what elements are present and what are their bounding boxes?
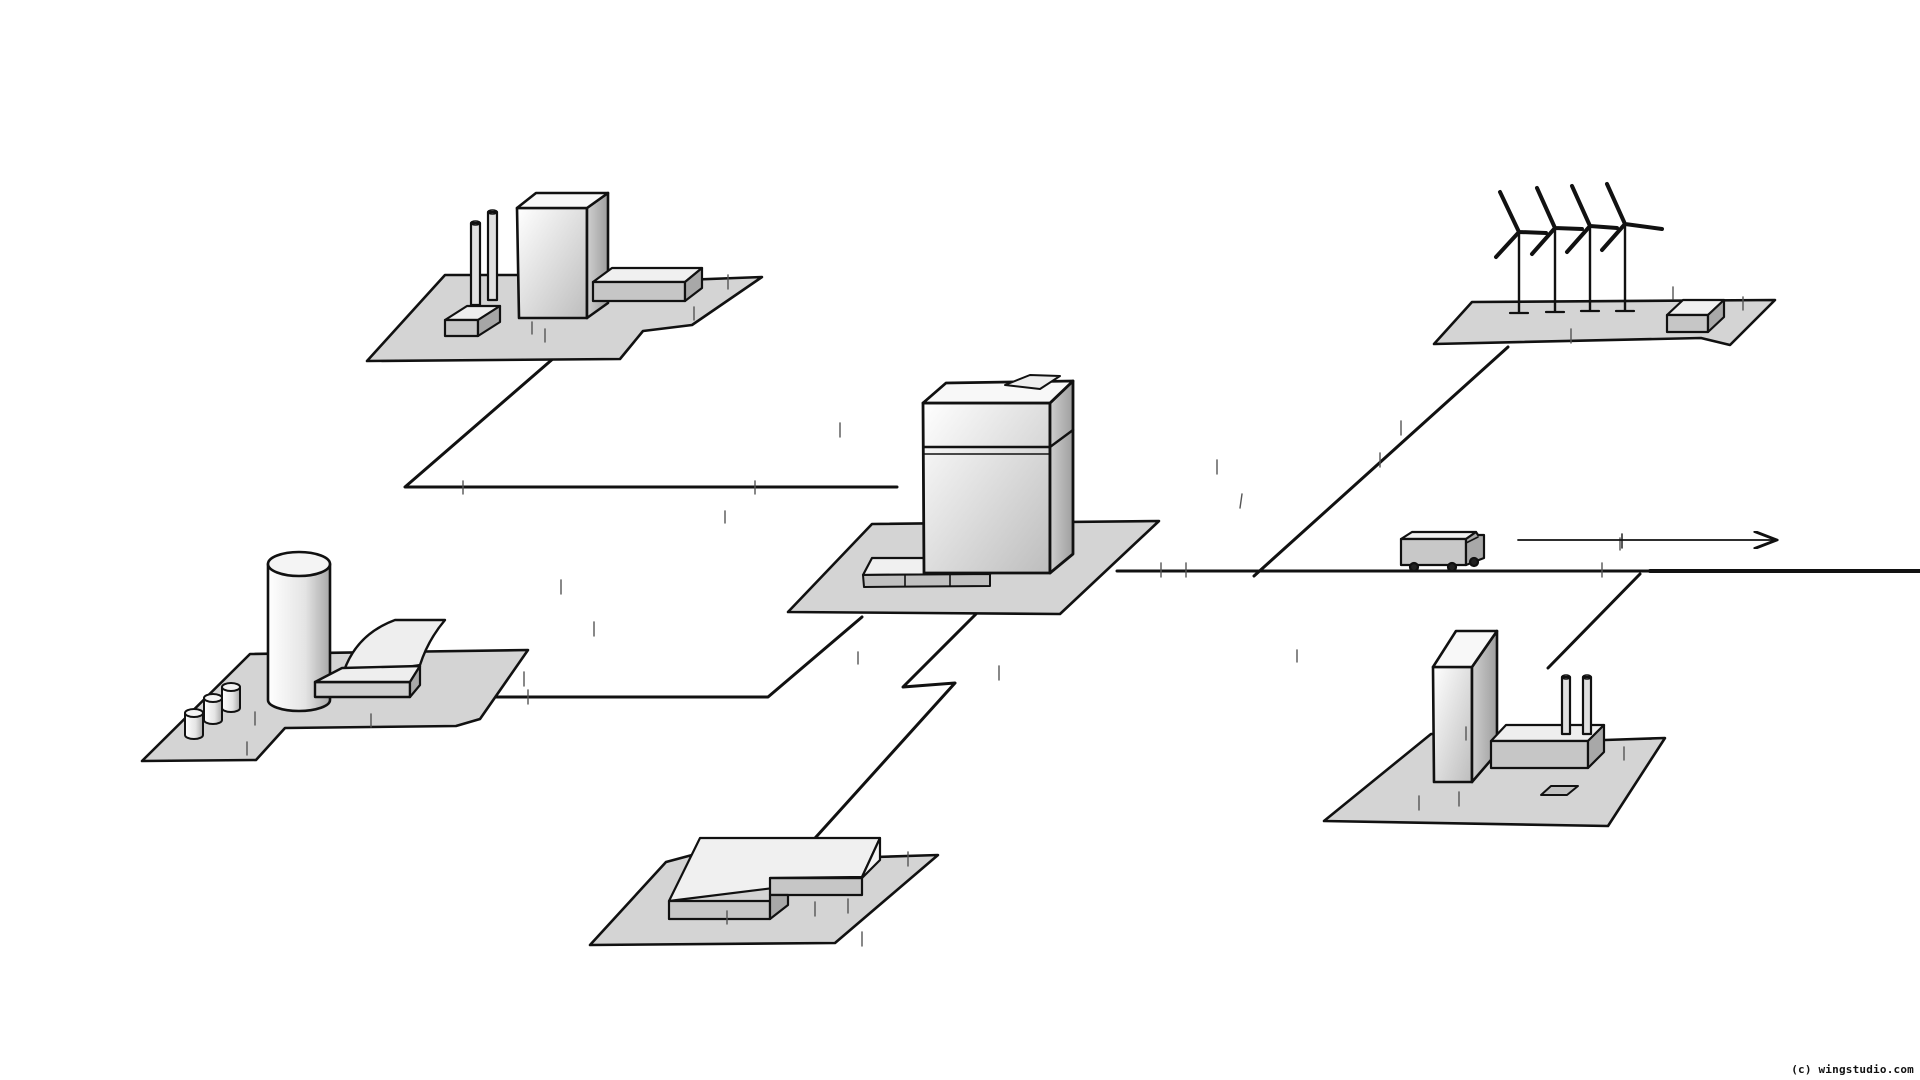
connection-warehouse	[805, 612, 978, 849]
connection-wind-farm	[1252, 345, 1510, 578]
connection-factory-bottom-right	[1546, 572, 1642, 670]
sketch-ticks	[462, 420, 1621, 705]
tank-plant-plot	[140, 648, 530, 763]
site-factory-top-left	[365, 191, 764, 363]
site-hub	[786, 374, 1161, 616]
site-factory-bottom-right	[1322, 629, 1667, 828]
factory-with-chimneys-icon	[515, 206, 589, 320]
site-tank-plant	[140, 550, 530, 763]
copyright-label: (c) wingstudio.com	[1791, 1063, 1914, 1076]
central-office-building-icon	[921, 401, 1052, 575]
wind-turbines-icon	[1494, 182, 1664, 315]
connection-tank-plant	[486, 615, 864, 699]
site-wind-farm	[1432, 182, 1777, 347]
storage-tank-plant-icon	[266, 562, 332, 713]
site-warehouse	[588, 836, 940, 947]
delivery-truck-icon	[1399, 530, 1486, 573]
connection-factory-top-left	[403, 355, 899, 489]
factory-with-chimneys-icon	[1431, 665, 1474, 784]
connection-lines	[403, 345, 1920, 849]
